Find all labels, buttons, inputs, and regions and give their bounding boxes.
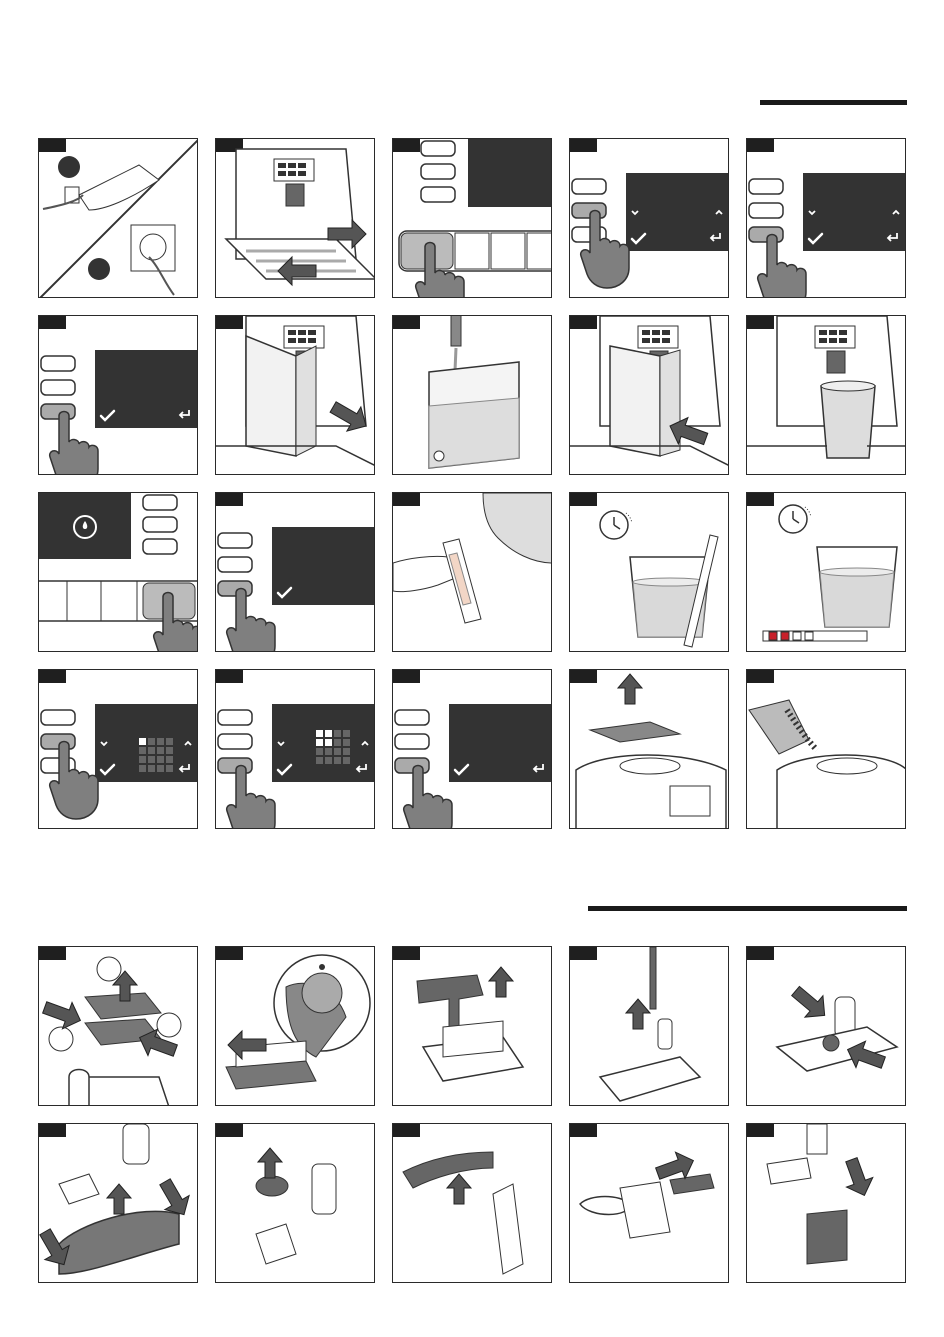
step-panel-hardness-grid-1: [38, 669, 198, 829]
strip-pad: [769, 632, 777, 640]
step-panel-tank-remove: [215, 315, 375, 475]
step-panel-lid-lift: [569, 669, 729, 829]
strip-pad: [781, 632, 789, 640]
step-panel-cup-under-spout: [746, 315, 906, 475]
step-panel-ring-remove: [215, 1123, 375, 1283]
strip-pad: [793, 632, 801, 640]
step-panel-brew-unit-lock: [215, 946, 375, 1106]
section-header-rule-bottom: [588, 906, 907, 911]
step-panel-power-button: [392, 138, 552, 298]
step-panel-menu-confirm-2: [215, 492, 375, 652]
step-panel-menu-press-middle: [569, 138, 729, 298]
step-panel-tray-separate: [38, 1123, 198, 1283]
section-header-rule-top: [760, 100, 907, 105]
step-panel-tank-fill: [392, 315, 552, 475]
step-panel-valve-detach: [746, 1123, 906, 1283]
step-panel-nozzle-detach: [569, 1123, 729, 1283]
step-panel-spout-detach: [392, 1123, 552, 1283]
step-panel-tool-pull: [392, 946, 552, 1106]
strip-pad: [805, 632, 813, 640]
step-panel-plug-in: [38, 138, 198, 298]
step-panel-test-strip: [392, 492, 552, 652]
step-panel-drip-tray: [215, 138, 375, 298]
step-panel-brew-unit-release: [38, 946, 198, 1106]
step-panel-menu-press-bottom: [746, 138, 906, 298]
step-panel-press-sides: [746, 946, 906, 1106]
step-panel-strip-result: [746, 492, 906, 652]
step-panel-beans-pour: [746, 669, 906, 829]
step-panel-start-button: [38, 492, 198, 652]
step-panel-pin-remove: [569, 946, 729, 1106]
step-panel-menu-confirm: [38, 315, 198, 475]
step-panel-strip-in-glass: [569, 492, 729, 652]
step-panel-menu-confirm-3: [392, 669, 552, 829]
step-panel-hardness-grid-2: [215, 669, 375, 829]
step-panel-tank-insert: [569, 315, 729, 475]
